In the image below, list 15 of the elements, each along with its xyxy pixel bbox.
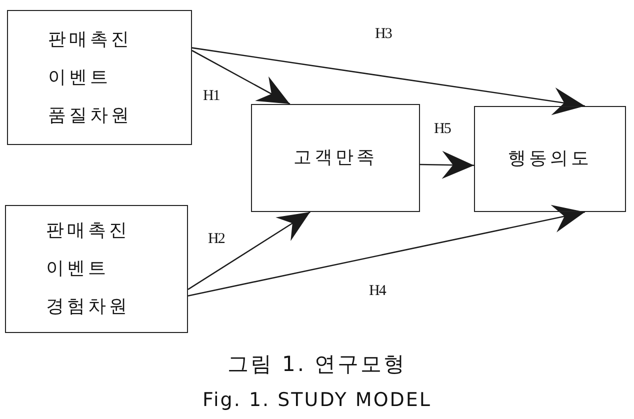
arrow xyxy=(420,150,474,179)
figure-caption: 그림 1. 연구모형 xyxy=(227,351,407,377)
arrow xyxy=(188,211,310,290)
arrow xyxy=(188,204,586,297)
figure-caption: Fig. 1. STUDY MODEL xyxy=(202,388,432,412)
node-label: 행동의도 xyxy=(508,147,592,171)
node-label: 고객만족 xyxy=(294,146,378,170)
text-box xyxy=(251,104,420,212)
text-box xyxy=(5,205,188,333)
arrow xyxy=(192,47,586,116)
node-label: 판매촉진 이벤트 품질차원 xyxy=(48,28,132,128)
text-box xyxy=(474,106,626,212)
node-label: 판매촉진 이벤트 경험차원 xyxy=(46,219,130,319)
text-box xyxy=(7,10,192,145)
arrow xyxy=(192,50,290,105)
